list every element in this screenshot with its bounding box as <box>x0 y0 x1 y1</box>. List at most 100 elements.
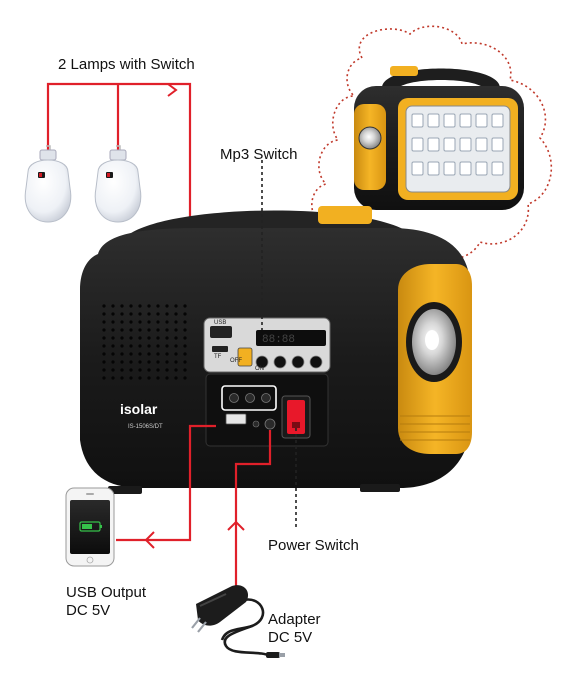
grille-hole <box>156 360 160 364</box>
grille-hole <box>174 320 178 324</box>
grille-hole <box>174 304 178 308</box>
power-adapter-icon <box>191 585 285 658</box>
grille-hole <box>165 304 169 308</box>
grille-hole <box>165 320 169 324</box>
led-lantern-image <box>354 66 524 210</box>
grille-hole <box>165 376 169 380</box>
grille-hole <box>156 320 160 324</box>
grille-hole <box>120 304 124 308</box>
grille-hole <box>183 352 187 356</box>
led-cell <box>443 161 456 176</box>
led-grid <box>411 113 504 176</box>
grille-hole <box>147 320 151 324</box>
grille-hole <box>102 336 106 340</box>
grille-hole <box>156 312 160 316</box>
solar-generator-image: USB TF OFF ON 88:88 isolar IS-1506S/DT <box>80 206 472 494</box>
grille-hole <box>138 312 142 316</box>
led-cell <box>491 137 504 152</box>
grille-hole <box>102 376 106 380</box>
grille-hole <box>129 320 133 324</box>
panel-off-label: OFF <box>230 358 242 364</box>
grille-hole <box>147 376 151 380</box>
grille-hole <box>111 304 115 308</box>
grille-hole <box>111 312 115 316</box>
grille-hole <box>111 336 115 340</box>
led-cell <box>491 161 504 176</box>
led-cell <box>427 137 440 152</box>
led-cell <box>411 161 424 176</box>
grille-hole <box>165 328 169 332</box>
grille-hole <box>138 368 142 372</box>
grille-hole <box>174 376 178 380</box>
label-power-switch: Power Switch <box>268 537 359 554</box>
grille-hole <box>120 360 124 364</box>
grille-hole <box>147 368 151 372</box>
led-cell <box>491 113 504 128</box>
grille-hole <box>111 368 115 372</box>
grille-hole <box>156 304 160 308</box>
grille-hole <box>129 344 133 348</box>
grille-hole <box>129 376 133 380</box>
grille-hole <box>138 328 142 332</box>
grille-hole <box>102 304 106 308</box>
led-cell <box>459 113 472 128</box>
led-cell <box>427 113 440 128</box>
grille-hole <box>129 336 133 340</box>
led-cell <box>411 137 424 152</box>
usb-output-wire <box>116 424 216 549</box>
grille-hole <box>102 360 106 364</box>
grille-hole <box>111 320 115 324</box>
grille-hole <box>174 328 178 332</box>
grille-hole <box>156 344 160 348</box>
led-cell <box>443 113 456 128</box>
label-mp3-switch: Mp3 Switch <box>220 146 298 163</box>
grille-hole <box>156 368 160 372</box>
grille-hole <box>165 344 169 348</box>
grille-hole <box>120 328 124 332</box>
led-cell <box>475 113 488 128</box>
grille-hole <box>102 344 106 348</box>
grille-hole <box>102 312 106 316</box>
grille-hole <box>183 344 187 348</box>
grille-hole <box>147 336 151 340</box>
led-cell <box>475 161 488 176</box>
grille-hole <box>183 336 187 340</box>
lamp-bulb-icon <box>24 145 72 223</box>
led-cell <box>459 137 472 152</box>
led-cell <box>443 137 456 152</box>
panel-tf-label: TF <box>214 354 222 360</box>
grille-hole <box>156 336 160 340</box>
grille-hole <box>129 360 133 364</box>
grille-hole <box>183 360 187 364</box>
grille-hole <box>156 352 160 356</box>
grille-hole <box>111 328 115 332</box>
grille-hole <box>129 328 133 332</box>
grille-hole <box>120 312 124 316</box>
grille-hole <box>165 312 169 316</box>
grille-hole <box>147 312 151 316</box>
grille-hole <box>129 312 133 316</box>
grille-hole <box>183 304 187 308</box>
grille-hole <box>165 368 169 372</box>
adapter-input-wire <box>227 430 272 590</box>
model-number: IS-1506S/DT <box>128 424 163 430</box>
grille-hole <box>120 320 124 324</box>
speaker-grille <box>102 304 187 380</box>
grille-hole <box>147 328 151 332</box>
grille-hole <box>138 304 142 308</box>
grille-hole <box>129 352 133 356</box>
label-adapter-line2: DC 5V <box>268 629 313 646</box>
panel-display: 88:88 <box>262 334 295 346</box>
grille-hole <box>138 320 142 324</box>
lamp-bulb-icon <box>94 145 142 223</box>
brand-logo: isolar <box>120 401 158 417</box>
grille-hole <box>165 352 169 356</box>
grille-hole <box>183 328 187 332</box>
smartphone-icon <box>65 487 115 567</box>
grille-hole <box>183 368 187 372</box>
led-cell <box>411 113 424 128</box>
grille-hole <box>174 368 178 372</box>
grille-hole <box>111 344 115 348</box>
label-lamps: 2 Lamps with Switch <box>58 56 195 73</box>
grille-hole <box>120 344 124 348</box>
